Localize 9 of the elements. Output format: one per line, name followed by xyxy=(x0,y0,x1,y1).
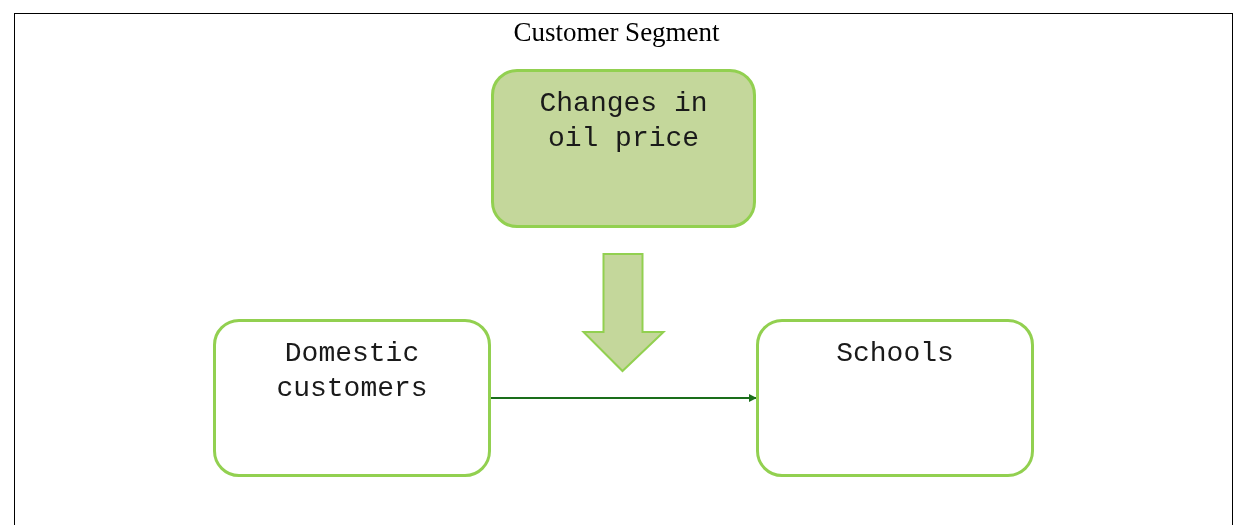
process-box xyxy=(756,319,1034,477)
process-box xyxy=(491,69,756,228)
block-arrow xyxy=(581,253,666,373)
box-label: Domestic customers xyxy=(275,337,429,406)
process-box xyxy=(213,319,491,477)
box-label: Changes in oil price xyxy=(538,87,709,156)
box-label: Schools xyxy=(836,337,954,371)
diagram-title: Customer Segment xyxy=(512,16,721,49)
arrow xyxy=(490,394,757,402)
